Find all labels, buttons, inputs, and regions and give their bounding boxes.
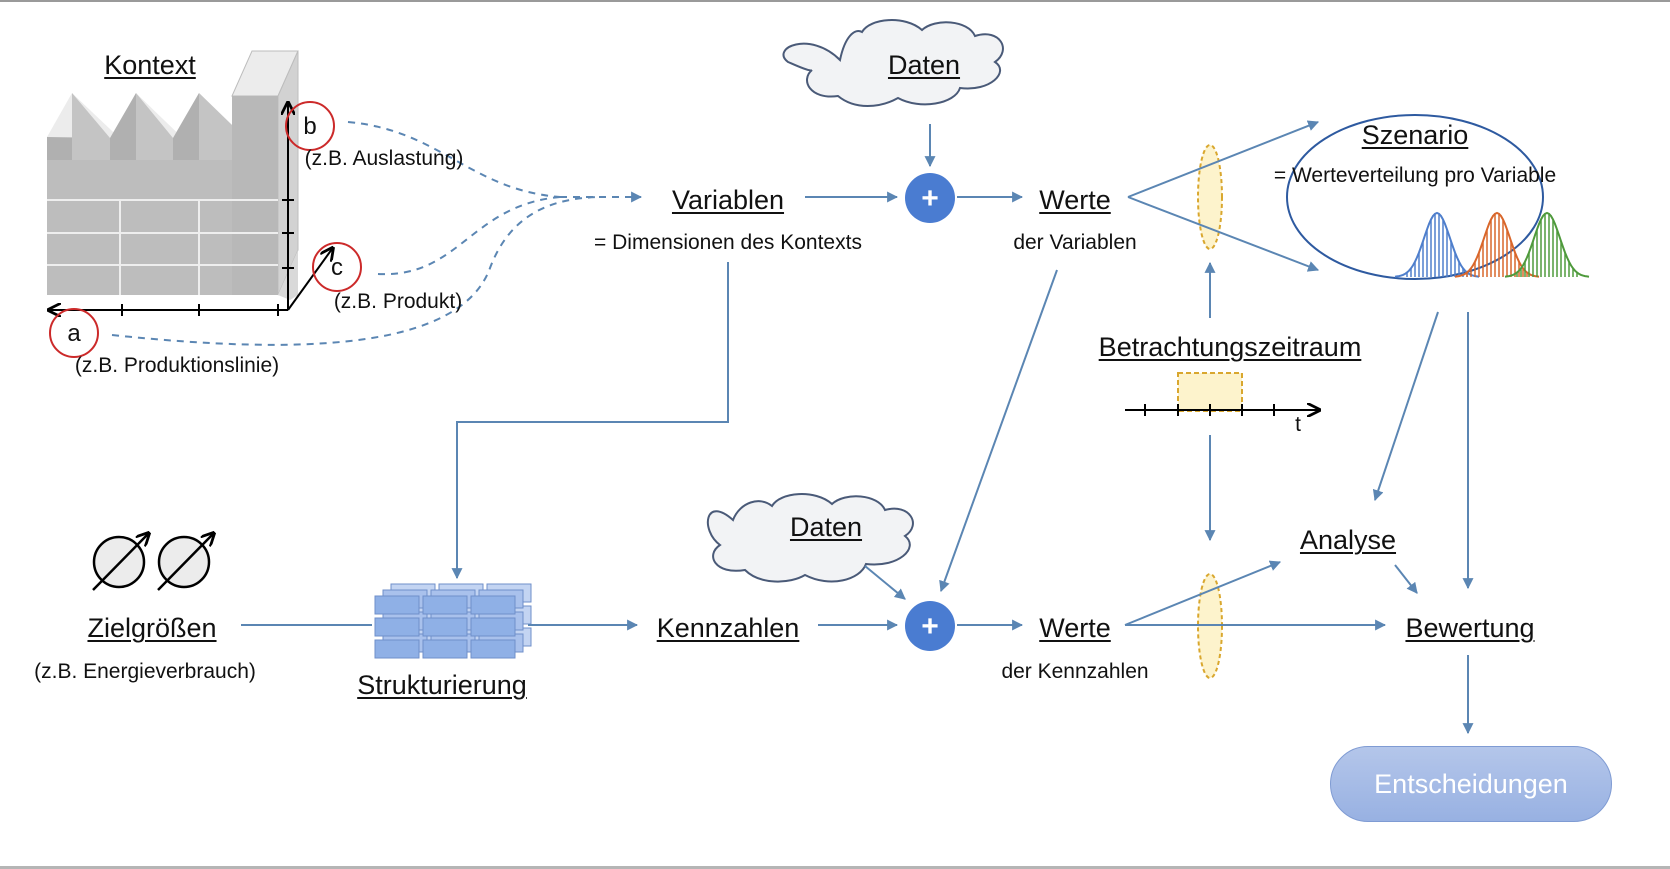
scenario-ellipse	[1286, 114, 1544, 280]
cube-cell	[422, 617, 468, 637]
axis-caption-a: (z.B. Produktionslinie)	[74, 354, 280, 377]
cube-cell	[422, 639, 468, 659]
axis-badges	[49, 101, 362, 358]
gauge-icon	[157, 534, 213, 591]
cube-cell	[374, 617, 420, 637]
axis-badge-b: b	[303, 113, 317, 140]
context-axes	[50, 104, 332, 316]
time-window-ellipse-top	[1197, 144, 1223, 250]
values-kpis-subtitle: der Kennzahlen	[1001, 660, 1149, 683]
dimension-connectors	[111, 121, 643, 346]
cloud-icon	[782, 19, 1004, 107]
plus-bottom-symbol: +	[921, 610, 939, 643]
scenario-title: Szenario	[1361, 120, 1469, 150]
values-variables-subtitle: der Variablen	[1013, 231, 1137, 254]
data-cloud-top-label: Daten	[887, 50, 961, 80]
variables-subtitle: = Dimensionen des Kontexts	[594, 231, 862, 254]
scenario-subtitle: = Werteverteilung pro Variable	[1273, 164, 1557, 187]
cube-cell	[422, 595, 468, 615]
axis-caption-c: (z.B. Produkt)	[333, 290, 463, 313]
cube-cell	[470, 617, 516, 637]
cloud-icon	[706, 493, 914, 583]
cube-cell	[374, 639, 420, 659]
flow-connectors	[241, 120, 1474, 735]
target-variables-subtitle: (z.B. Energieverbrauch)	[34, 660, 256, 683]
factory-icon	[47, 50, 299, 300]
values-variables-title: Werte	[1039, 185, 1111, 215]
timeline-icon	[1125, 372, 1318, 416]
data-cloud-bottom-label: Daten	[789, 512, 863, 542]
values-kpis-title: Werte	[1039, 613, 1111, 643]
structuring-title: Strukturierung	[357, 670, 527, 700]
cube-cell	[470, 639, 516, 659]
plus-node-top	[905, 173, 955, 223]
distribution-curve-icon	[1394, 211, 1590, 278]
context-title: Kontext	[104, 50, 196, 80]
plus-node-bottom	[905, 601, 955, 651]
badge-ring-c	[312, 242, 362, 292]
badge-ring-a	[49, 308, 99, 358]
distribution-curve	[1504, 211, 1590, 278]
badge-ring-b	[285, 101, 335, 151]
decisions-button[interactable]: Entscheidungen	[1330, 746, 1612, 822]
plus-top-symbol: +	[921, 182, 939, 215]
cube-cell	[470, 595, 516, 615]
target-variables-title: Zielgrößen	[87, 613, 217, 643]
kpis-title: Kennzahlen	[656, 613, 800, 643]
axis-badge-a: a	[67, 320, 81, 347]
cube-cell	[374, 595, 420, 615]
axis-caption-b: (z.B. Auslastung)	[304, 147, 464, 170]
variables-title: Variablen	[671, 185, 785, 215]
gauge-icon	[92, 534, 148, 591]
analysis-title: Analyse	[1299, 525, 1397, 555]
observation-period-title: Betrachtungszeitraum	[1098, 332, 1362, 362]
evaluation-title: Bewertung	[1405, 613, 1535, 643]
time-axis-label: t	[1295, 413, 1301, 436]
distribution-curve	[1394, 211, 1480, 278]
axis-badge-c: c	[331, 254, 343, 281]
cube-grid-icon	[374, 583, 532, 659]
